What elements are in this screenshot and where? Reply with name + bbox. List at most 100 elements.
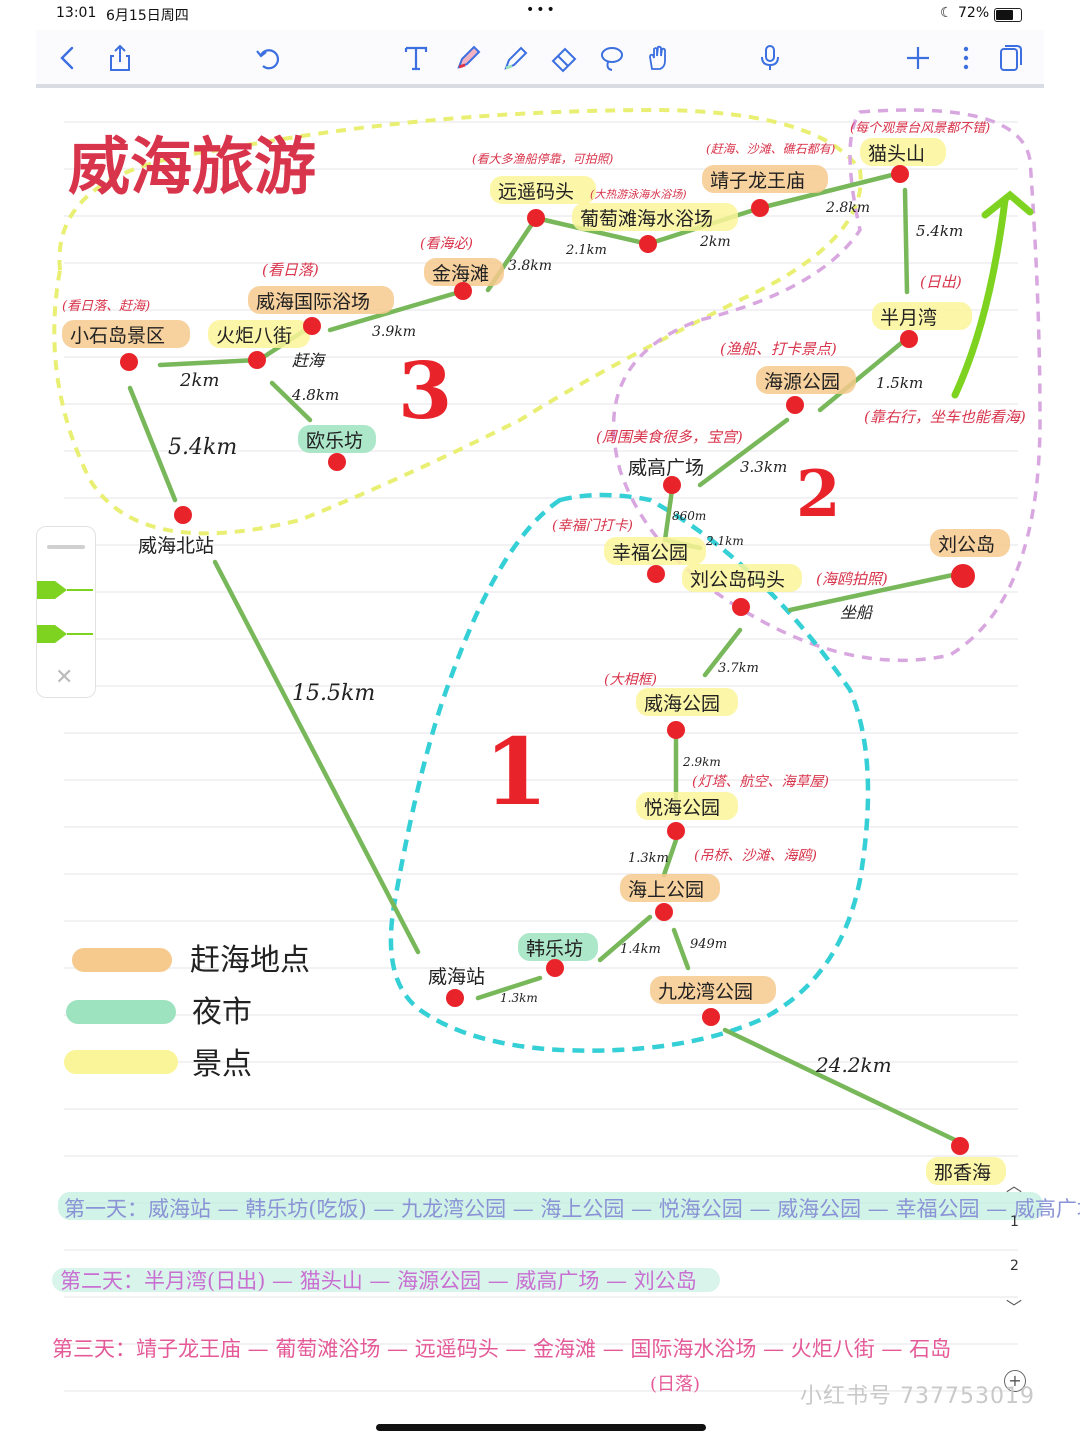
legend-label-jingdian: 景点 [192,1047,252,1082]
undo-icon[interactable] [250,40,286,76]
eraser-icon[interactable] [546,40,582,76]
route-segment [127,385,178,503]
place-dot-haiyuan [786,396,804,414]
region-2-outline [611,108,1042,663]
distance-label: 1.5km [876,374,923,392]
distance-label: 2km [179,370,219,391]
day1-text: 第一天：威海站 — 韩乐坊(吃饭) — 九龙湾公园 — 海上公园 — 悦海公园 … [64,1197,1080,1221]
distance-label: 4.8km [291,386,339,404]
place-highlight-jiulongwan [650,976,776,1004]
status-date: 6月15日周四 [106,8,189,24]
place-dot-jiulongwan [702,1008,720,1026]
distance-label: 2km [699,234,731,250]
place-label-xiaoshidao: 小石岛景区 [70,325,165,347]
distance-label: 3.8km [508,258,552,274]
day2-highlight [52,1268,720,1292]
place-highlight-xingfu [604,537,706,565]
place-label-naxianghai: 那香海 [934,1162,991,1184]
close-icon[interactable]: ✕ [55,665,74,690]
legend-label-ganhai: 赶海地点 [190,943,310,978]
place-highlight-banyuewan [872,302,972,330]
place-dot-xiaoshidao [120,353,138,371]
place-label-maotoushan: 猫头山 [868,143,925,165]
day3-text: 第三天：靖子龙王庙 — 葡萄滩浴场 — 远遥码头 — 金海滩 — 国际海水浴场 … [52,1337,951,1361]
route-segment [475,975,543,1001]
route-segment [269,380,313,423]
place-highlight-liugongdao [930,529,1010,557]
share-icon[interactable] [102,40,138,76]
place-label-haishang: 海上公园 [628,879,704,901]
note-liu: (海鸥拍照) [816,570,888,588]
add-icon[interactable] [900,40,936,76]
multitask-dots[interactable]: ••• [526,2,557,18]
note-huoju: 赶海 [292,351,326,370]
page-down-icon[interactable]: ﹀ [1006,1298,1023,1317]
place-label-jiulongwan: 九龙湾公园 [658,981,753,1003]
lasso-icon[interactable] [594,40,630,76]
status-time: 13:01 [56,5,97,21]
place-label-yuanyao: 远遥码头 [498,181,574,203]
route-segment [902,187,910,295]
page-up-icon[interactable]: ︿ [1006,1176,1023,1195]
note-xing: (幸福门打卡) [552,518,633,534]
place-dot-haishang [655,903,673,921]
text-tool-icon[interactable] [398,40,434,76]
pen-icon[interactable] [450,40,486,76]
watermark: 小红书号 737753019 [800,1384,1035,1409]
note-hai: (渔船、打卡景点) [720,340,837,358]
place-label-yuehai: 悦海公园 [644,797,720,819]
toolbar [36,30,1044,88]
place-highlight-naxianghai [926,1157,1006,1185]
place-label-banyuewan: 半月湾 [880,307,937,329]
place-dot-maotoushan [891,165,909,183]
route-segment [327,288,466,333]
distance-label: 24.2km [815,1053,892,1077]
note-weigao: (周围美食很多，宝宫) [596,428,743,446]
distance-label: 1.3km [628,851,669,866]
place-dot-oulefang [328,453,346,471]
place-highlight-haishang [620,874,720,902]
route-segment [697,417,790,488]
region-3-outline [52,107,863,536]
note-ban: (日出) [920,273,962,291]
note-ban_right: (靠右行，坐车也能看海) [864,408,1026,426]
route-segment [722,1027,958,1143]
place-dot-liugongdao [951,564,975,588]
page-current: 1 [1010,1214,1019,1230]
note-mao: (每个观景台风景都不错) [850,121,990,136]
place-highlight-jinhaitan [424,258,504,286]
note-jing: (赶海、沙滩、礁石都有) [706,142,836,156]
back-icon[interactable] [50,40,86,76]
place-label-guoji: 威海国际浴场 [256,291,370,313]
hand-icon[interactable] [640,40,676,76]
home-indicator[interactable] [376,1424,706,1431]
place-highlight-maotoushan [860,138,946,166]
panel-grabber[interactable] [47,545,85,549]
highlighter-icon[interactable] [498,40,534,76]
more-icon[interactable] [948,40,984,76]
place-dot-weihai_park [667,721,685,739]
green-arrow-head [981,190,1034,219]
region-number-1: 1 [484,718,548,826]
add-page-icon[interactable]: + [1004,1370,1026,1392]
place-label-weihaizhan: 威海站 [428,966,485,988]
page-title: 威海旅游 [68,130,316,203]
route-segment [787,570,965,613]
pages-icon[interactable] [992,40,1028,76]
microphone-icon[interactable] [752,40,788,76]
place-dot-jinhaitan [454,282,472,300]
day3-sub: (日落) [650,1374,700,1395]
distance-label: 15.5km [292,681,375,706]
distance-label: 3.3km [740,458,787,476]
highlighter-preset-2[interactable] [37,621,95,647]
page-indicator: ︿ 1 2 ﹀ [1000,1172,1030,1322]
route-segment [757,170,903,211]
place-label-weihaibei: 威海北站 [138,535,214,557]
highlighter-preset-1[interactable] [37,577,95,603]
note-xiao: (看日落、赶海) [62,299,150,314]
place-label-jingzi: 靖子龙王庙 [710,170,805,192]
place-highlight-yuehai [636,792,738,820]
distance-label: 1.4km [620,942,661,957]
legend-label-yeshi: 夜市 [192,995,252,1030]
